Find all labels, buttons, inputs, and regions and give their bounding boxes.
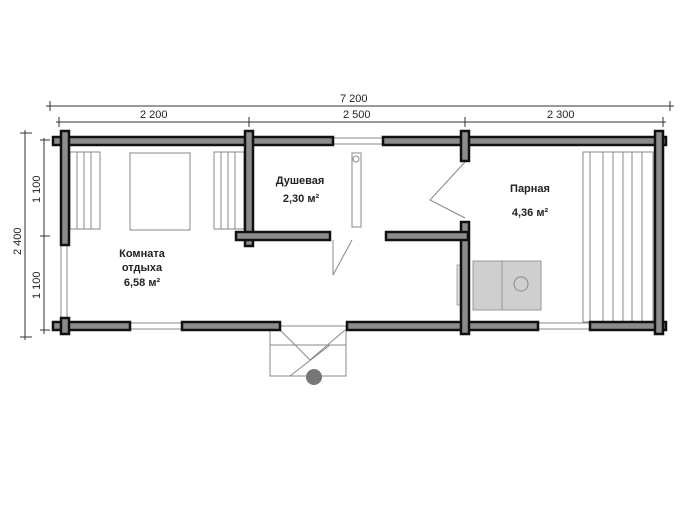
dim-segment-1: 2 200 <box>140 109 168 121</box>
walls <box>51 129 668 336</box>
rest-room-area: 6,58 м² <box>124 277 161 289</box>
dim-depth-bottom: 1 100 <box>31 271 43 299</box>
shower-name: Душевая <box>276 175 325 187</box>
dim-overall-width: 7 200 <box>340 93 368 105</box>
rest-room-name-1: Комната <box>119 248 166 260</box>
shower-area: 2,30 м² <box>283 193 320 205</box>
shower-fixture <box>351 152 362 228</box>
porch <box>269 325 347 377</box>
steam-room-area: 4,36 м² <box>512 207 549 219</box>
dim-segment-3: 2 300 <box>547 109 575 121</box>
bed <box>129 152 191 231</box>
rest-room-name-2: отдыха <box>122 262 163 274</box>
furniture <box>69 151 654 385</box>
dim-overall-depth: 2 400 <box>12 227 24 255</box>
steam-room-name: Парная <box>510 183 550 195</box>
dim-segment-2: 2 500 <box>343 109 371 121</box>
dimension-lines <box>20 101 674 340</box>
dim-depth-top: 1 100 <box>31 175 43 203</box>
stove <box>472 260 542 311</box>
entrance-marker <box>306 369 322 385</box>
